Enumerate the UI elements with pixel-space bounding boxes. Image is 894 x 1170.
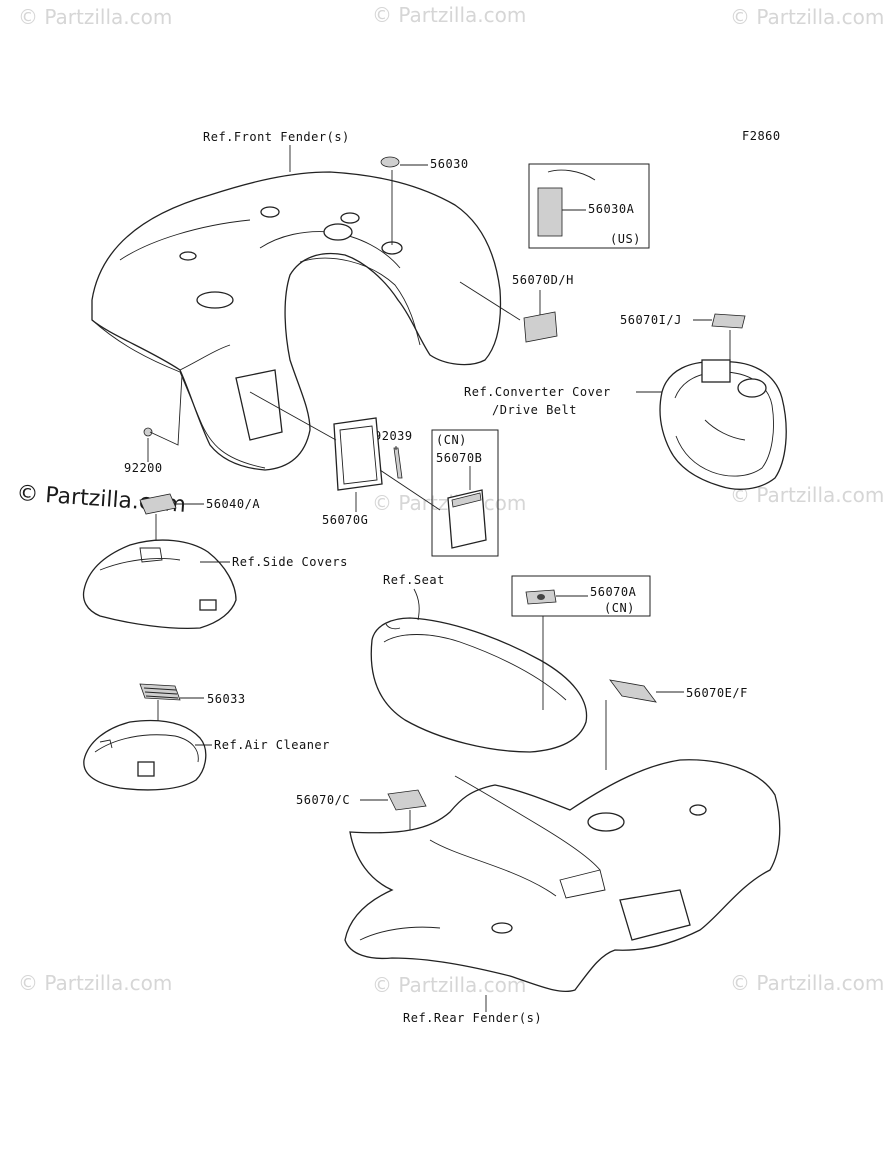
- box-56070A: [511, 575, 651, 617]
- label-side-covers: Ref.Side Covers: [232, 555, 348, 569]
- label-92200: 92200: [124, 461, 163, 475]
- leader-92200: [149, 374, 183, 446]
- label-converter-cover-2: /Drive Belt: [492, 403, 577, 417]
- decal-56070IJ: [711, 313, 746, 329]
- decal-56040A: [139, 493, 177, 515]
- label-56030A: 56030A: [588, 202, 635, 216]
- air-cleaner-drawing: [83, 719, 207, 791]
- label-front-fender: Ref.Front Fender(s): [203, 130, 350, 144]
- side-cover-drawing: [82, 539, 237, 630]
- watermark-bottom-left: © Partzilla.com: [18, 971, 172, 995]
- clip-92200: [143, 427, 153, 437]
- label-56070C: 56070/C: [296, 793, 350, 807]
- label-92039: 92039: [374, 429, 413, 443]
- box-56070B: [431, 429, 499, 557]
- label-converter-cover-1: Ref.Converter Cover: [464, 385, 611, 399]
- label-56070B-cn: (CN): [436, 433, 467, 447]
- label-56070A-cn: (CN): [604, 601, 635, 615]
- tag-56030A: [537, 187, 563, 237]
- screw-92039: [393, 447, 403, 479]
- watermark-bottom-right: © Partzilla.com: [730, 971, 884, 995]
- diagram-code: F2860: [742, 129, 781, 143]
- leader-seat: [413, 588, 420, 621]
- watermark-top-left: © Partzilla.com: [18, 5, 172, 29]
- front-fender-drawing: [91, 171, 502, 471]
- leader-plate-fender: [249, 391, 337, 441]
- leader-plate-cn: [379, 469, 441, 511]
- rear-fender-drawing: [344, 759, 781, 993]
- label-56070EF: 56070E/F: [686, 686, 748, 700]
- decal-56070C: [387, 789, 427, 811]
- label-56070DH: 56070D/H: [512, 273, 574, 287]
- cap-56030: [380, 156, 400, 168]
- watermark-top-center: © Partzilla.com: [372, 3, 526, 27]
- label-56030A-us: (US): [610, 232, 641, 246]
- decal-56070DH: [523, 311, 558, 343]
- label-rear-fender: Ref.Rear Fender(s): [403, 1011, 542, 1025]
- label-56070IJ: 56070I/J: [620, 313, 682, 327]
- watermark-group: © Partzilla.com © Partzilla.com © Partzi…: [18, 3, 884, 997]
- label-56040A: 56040/A: [206, 497, 260, 511]
- label-seat: Ref.Seat: [383, 573, 445, 587]
- label-air-cleaner: Ref.Air Cleaner: [214, 738, 330, 752]
- leader-56070DH-fender: [459, 281, 521, 321]
- label-56070A: 56070A: [590, 585, 637, 599]
- decal-56070EF: [609, 679, 657, 703]
- label-56033: 56033: [207, 692, 246, 706]
- seat-drawing: [370, 617, 588, 753]
- plate-56070G: [333, 417, 383, 491]
- decal-56070A-mark: [537, 594, 545, 600]
- watermark-top-right: © Partzilla.com: [730, 5, 884, 29]
- label-56030: 56030: [430, 157, 469, 171]
- label-56070G: 56070G: [322, 513, 368, 527]
- converter-cover-drawing: [659, 359, 787, 490]
- watermark-bottom-center: © Partzilla.com: [372, 973, 526, 997]
- label-56070B: 56070B: [436, 451, 482, 465]
- box-56030A: [528, 163, 650, 249]
